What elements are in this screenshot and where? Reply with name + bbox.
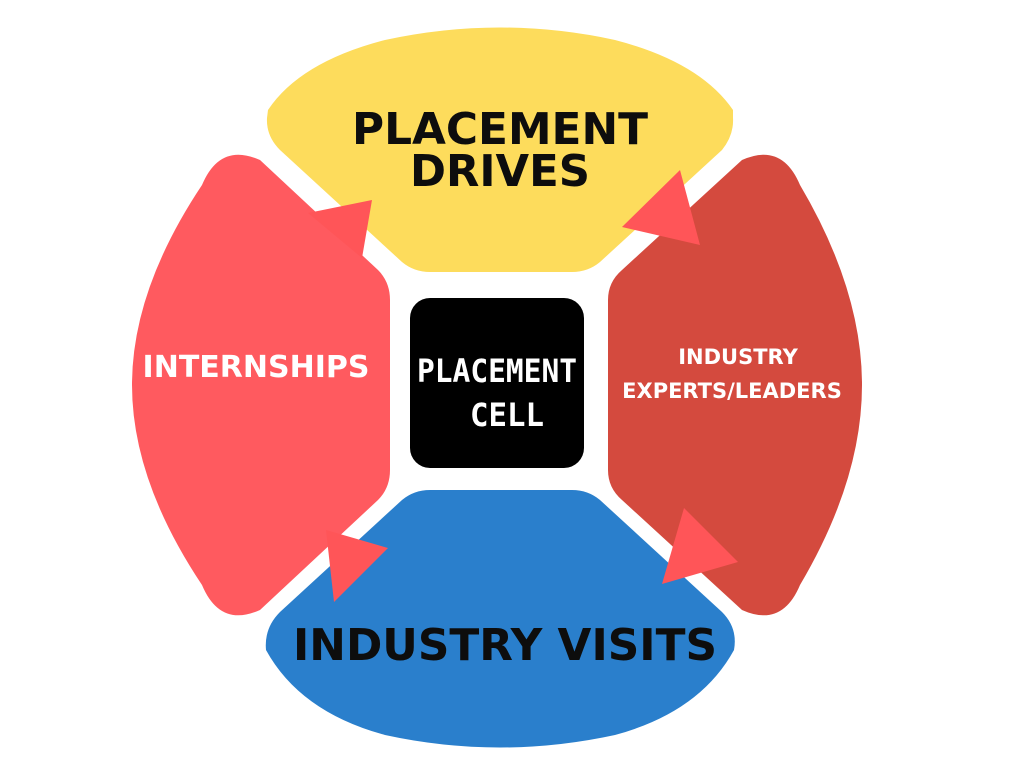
segment-right [608,154,862,616]
arrow-right-to-bottom-icon [662,508,738,584]
top-label-line1: PLACEMENT [352,104,648,155]
segment-left [132,154,390,616]
center-box [410,298,584,468]
arrow-top-to-right-icon [622,170,700,245]
right-label-line2: EXPERTS/LEADERS [622,379,842,403]
segment-top [266,27,734,272]
top-label-line2: DRIVES [410,146,590,197]
arrow-left-to-top-icon [308,200,372,258]
center-label-line1: PLACEMENT [417,352,577,390]
bottom-label: INDUSTRY VISITS [293,620,717,671]
right-label-line1: INDUSTRY [678,345,798,369]
center-label-line2: CELL [470,396,544,434]
segment-bottom [265,490,735,748]
left-label: INTERNSHIPS [143,350,370,385]
arrow-bottom-to-left-icon [326,530,388,602]
